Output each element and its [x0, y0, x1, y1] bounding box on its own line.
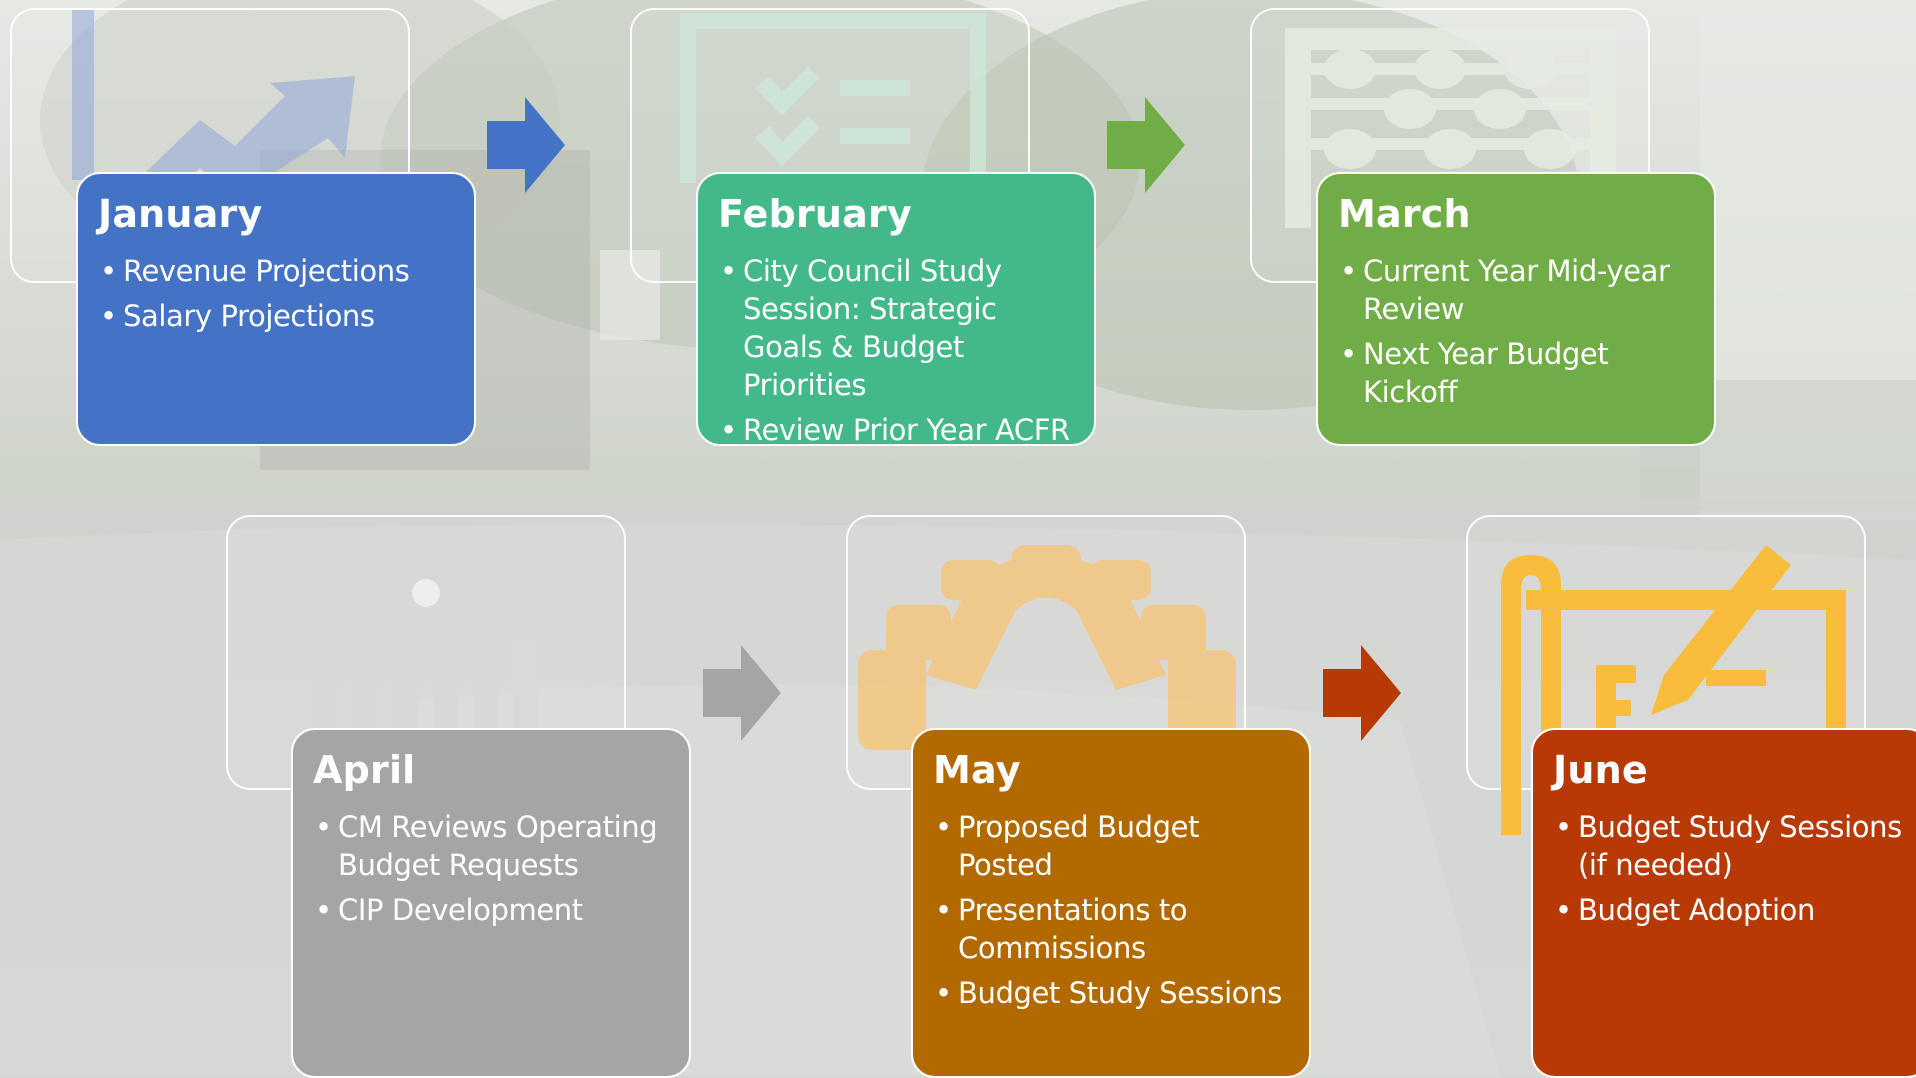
month-title: May: [933, 748, 1021, 792]
task-item: Budget Adoption: [1553, 891, 1911, 929]
meeting-table-icon: [858, 545, 1236, 750]
month-title: January: [98, 192, 263, 236]
task-item: Revenue Projections: [98, 252, 456, 290]
arrow-right-icon: [1107, 97, 1185, 193]
task-item: Review Prior Year ACFR: [718, 411, 1076, 449]
task-item: Budget Study Sessions: [933, 974, 1291, 1012]
task-item: Next Year Budget Kickoff: [1338, 335, 1696, 411]
card-january: JanuaryRevenue ProjectionsSalary Project…: [76, 172, 476, 446]
task-list: Budget Study Sessions (if needed) Budget …: [1553, 808, 1911, 929]
abacus-icon: [1285, 28, 1616, 228]
growth-chart-icon: [72, 10, 355, 200]
signing-document-icon: [1501, 545, 1846, 835]
card-april: April CM Reviews Operating Budget Request…: [291, 728, 691, 1078]
task-item: Budget Study Sessions (if needed): [1553, 808, 1911, 884]
task-list: CM Reviews Operating Budget RequestsCIP …: [313, 808, 671, 929]
task-item: City Council Study Session: Strategic Go…: [718, 252, 1076, 404]
arrow-right-icon: [1323, 645, 1401, 741]
month-title: March: [1338, 192, 1471, 236]
task-item: Current Year Mid-year Review: [1338, 252, 1696, 328]
task-list: Revenue ProjectionsSalary Projections: [98, 252, 456, 335]
task-item: Presentations to Commissions: [933, 891, 1291, 967]
arrow-right-icon: [703, 645, 781, 741]
task-list: City Council Study Session: Strategic Go…: [718, 252, 1076, 449]
month-title: February: [718, 192, 912, 236]
task-item: Proposed Budget Posted: [933, 808, 1291, 884]
task-item: Salary Projections: [98, 297, 456, 335]
card-march: MarchCurrent Year Mid-year ReviewNext Ye…: [1316, 172, 1716, 446]
card-february: FebruaryCity Council Study Session: Stra…: [696, 172, 1096, 449]
arrow-right-icon: [487, 97, 565, 193]
month-title: April: [313, 748, 416, 792]
month-title: June: [1553, 748, 1648, 792]
city-hall-icon: [296, 555, 556, 760]
task-item: CIP Development: [313, 891, 671, 929]
task-item: CM Reviews Operating Budget Requests: [313, 808, 671, 884]
card-may: MayProposed Budget PostedPresentations t…: [911, 728, 1311, 1078]
card-june: JuneBudget Study Sessions (if needed)Bud…: [1531, 728, 1916, 1078]
task-list: Current Year Mid-year ReviewNext Year Bu…: [1338, 252, 1696, 411]
task-list: Proposed Budget PostedPresentations to C…: [933, 808, 1291, 1012]
checklist-icon: [680, 13, 986, 183]
